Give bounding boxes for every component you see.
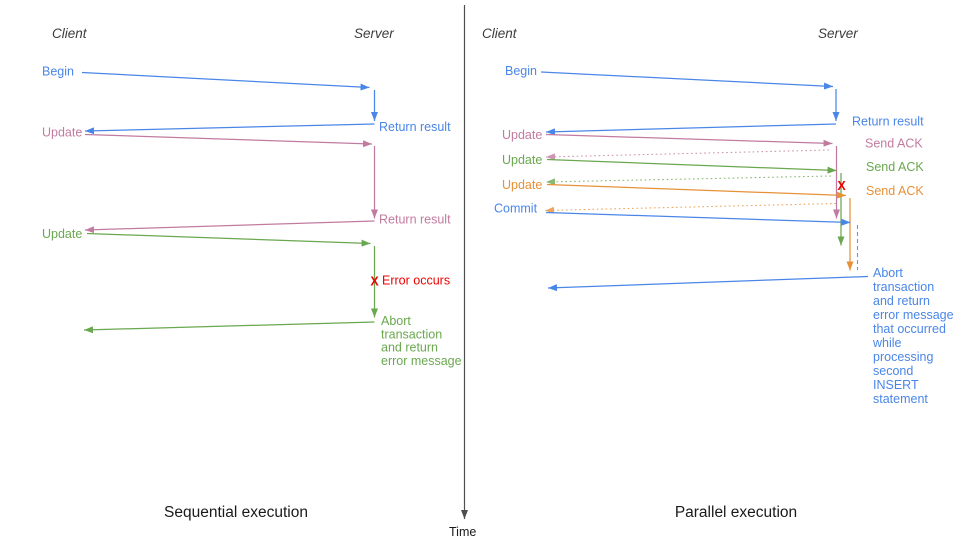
left-update2-request-arrow [86, 232, 371, 247]
right-begin-label: Begin [505, 64, 537, 78]
right-update3-request-arrow [546, 183, 847, 199]
right-update3-flow: Update Send ACK [502, 178, 924, 271]
right-abort-line: and return [873, 294, 930, 308]
right-abort-line: Abort [873, 266, 903, 280]
right-abort-line: second [873, 364, 913, 378]
right-update2-request-arrow [546, 158, 837, 174]
left-caption: Sequential execution [164, 504, 308, 521]
right-ack1-label: Send ACK [865, 137, 923, 151]
right-abort-line: error message [873, 308, 954, 322]
right-commit-label: Commit [494, 202, 538, 216]
right-abort-line: INSERT [873, 378, 919, 392]
right-update1-flow: Update Send ACK [502, 128, 923, 219]
right-ack1-dotted-arrow [545, 149, 830, 161]
right-client-header: Client [482, 26, 518, 41]
left-update1-flow: Update Return result [42, 126, 451, 234]
left-abort-line: error message [381, 354, 462, 368]
right-ack2-dotted-arrow [545, 175, 832, 186]
right-abort-text: Abort transaction and return error messa… [872, 266, 954, 406]
left-server-header: Server [354, 26, 394, 41]
right-update2-label: Update [502, 153, 542, 167]
right-server-header: Server [818, 26, 858, 41]
left-update1-label: Update [42, 126, 82, 140]
time-axis: Time [449, 5, 476, 539]
left-client-header: Client [52, 26, 88, 41]
right-ack2-label: Send ACK [866, 160, 924, 174]
right-caption: Parallel execution [675, 504, 797, 521]
right-abort-return-arrow [547, 275, 869, 292]
left-update1-request-arrow [84, 133, 373, 148]
left-begin-request-arrow [81, 71, 370, 91]
right-update1-request-arrow [545, 133, 833, 147]
right-update3-label: Update [502, 178, 542, 192]
right-begin-flow: Begin Return result [505, 64, 924, 136]
right-update1-label: Update [502, 128, 542, 142]
left-abort-line: transaction [381, 327, 442, 341]
left-error-x-mark: X [370, 275, 379, 289]
right-abort-line: statement [873, 392, 928, 406]
left-begin-flow: Begin Return result [42, 65, 451, 135]
left-abort-line: and return [381, 341, 438, 355]
left-panel: Client Server Begin Return result Update… [42, 26, 462, 521]
left-abort-text: Abort transaction and return error messa… [381, 314, 462, 368]
right-panel: Client Server Begin Return result Update… [482, 26, 954, 521]
left-error-label: Error occurs [382, 274, 450, 288]
right-begin-request-arrow [540, 71, 834, 90]
right-commit-request-arrow [545, 211, 851, 226]
right-abort-line: processing [873, 350, 933, 364]
right-error-x-mark: X [837, 179, 846, 193]
left-begin-return-label: Return result [379, 120, 451, 134]
right-update2-flow: Update Send ACK [502, 153, 924, 246]
right-abort-line: that occurred [873, 322, 946, 336]
right-ack3-dotted-arrow [544, 202, 837, 214]
time-axis-label: Time [449, 525, 476, 539]
right-commit-flow: Commit Abort transaction and return erro… [494, 202, 954, 407]
right-ack3-label: Send ACK [866, 184, 924, 198]
left-update2-label: Update [42, 227, 82, 241]
left-abort-return-arrow [83, 321, 375, 334]
right-begin-return-arrow [545, 123, 837, 136]
right-abort-line: while [872, 336, 902, 350]
left-begin-return-arrow [84, 123, 375, 135]
left-update2-flow: Update X Error occurs Abort transaction … [42, 227, 462, 368]
left-begin-label: Begin [42, 65, 74, 79]
right-begin-return-label: Return result [852, 115, 924, 129]
left-update1-return-arrow [84, 220, 375, 234]
left-update1-return-label: Return result [379, 213, 451, 227]
right-abort-line: transaction [873, 280, 934, 294]
left-abort-line: Abort [381, 314, 411, 328]
